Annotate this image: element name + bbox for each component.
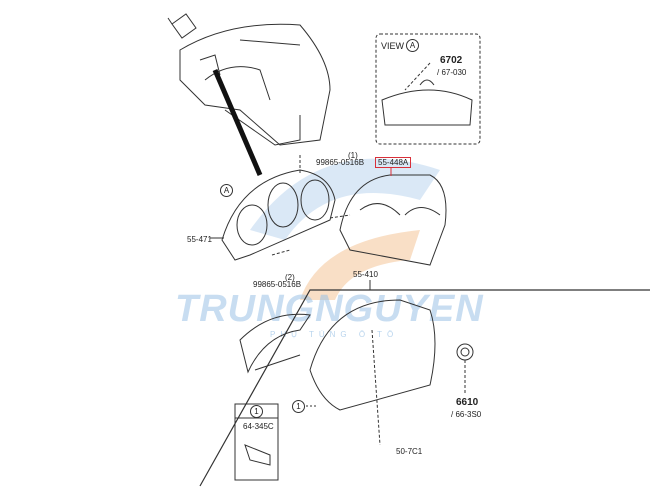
part-55-448A-label[interactable]: 55-448A — [375, 157, 412, 168]
screw-bottom-label[interactable]: 99865-0516B — [253, 280, 302, 289]
part-64-345C-label[interactable]: 64-345C — [243, 422, 274, 431]
part-6610-label[interactable]: 6610 — [456, 397, 479, 408]
view-title: VIEW — [381, 41, 405, 51]
part-50-7C1-label[interactable]: 50-7C1 — [396, 447, 423, 456]
part-6702-label[interactable]: 6702 — [440, 55, 463, 66]
detail-callout: 1 — [250, 405, 263, 418]
part-55-471-label[interactable]: 55-471 — [187, 235, 212, 244]
view-marker: A — [220, 184, 233, 197]
part-6702-ref: / 67-030 — [437, 68, 467, 77]
watermark-brand: TRUNGNGUYEN — [175, 288, 484, 330]
part-6610-ref: / 66-3S0 — [451, 410, 482, 419]
callout-1: 1 — [292, 400, 305, 413]
watermark-tagline: PHỤ TÙNG Ô TÔ — [270, 330, 399, 339]
screw-top-qty: (1) — [348, 151, 358, 160]
dashboard-illustration — [179, 23, 331, 176]
meter-hood — [239, 299, 474, 446]
screw-bottom-qty: (2) — [285, 273, 295, 282]
view-callout: A — [406, 39, 419, 52]
front-arrow-icon — [167, 13, 197, 39]
instrument-cluster — [210, 155, 351, 261]
screw-top-label[interactable]: 99865-0516B — [316, 158, 365, 167]
part-55-410-label[interactable]: 55-410 — [353, 270, 378, 279]
